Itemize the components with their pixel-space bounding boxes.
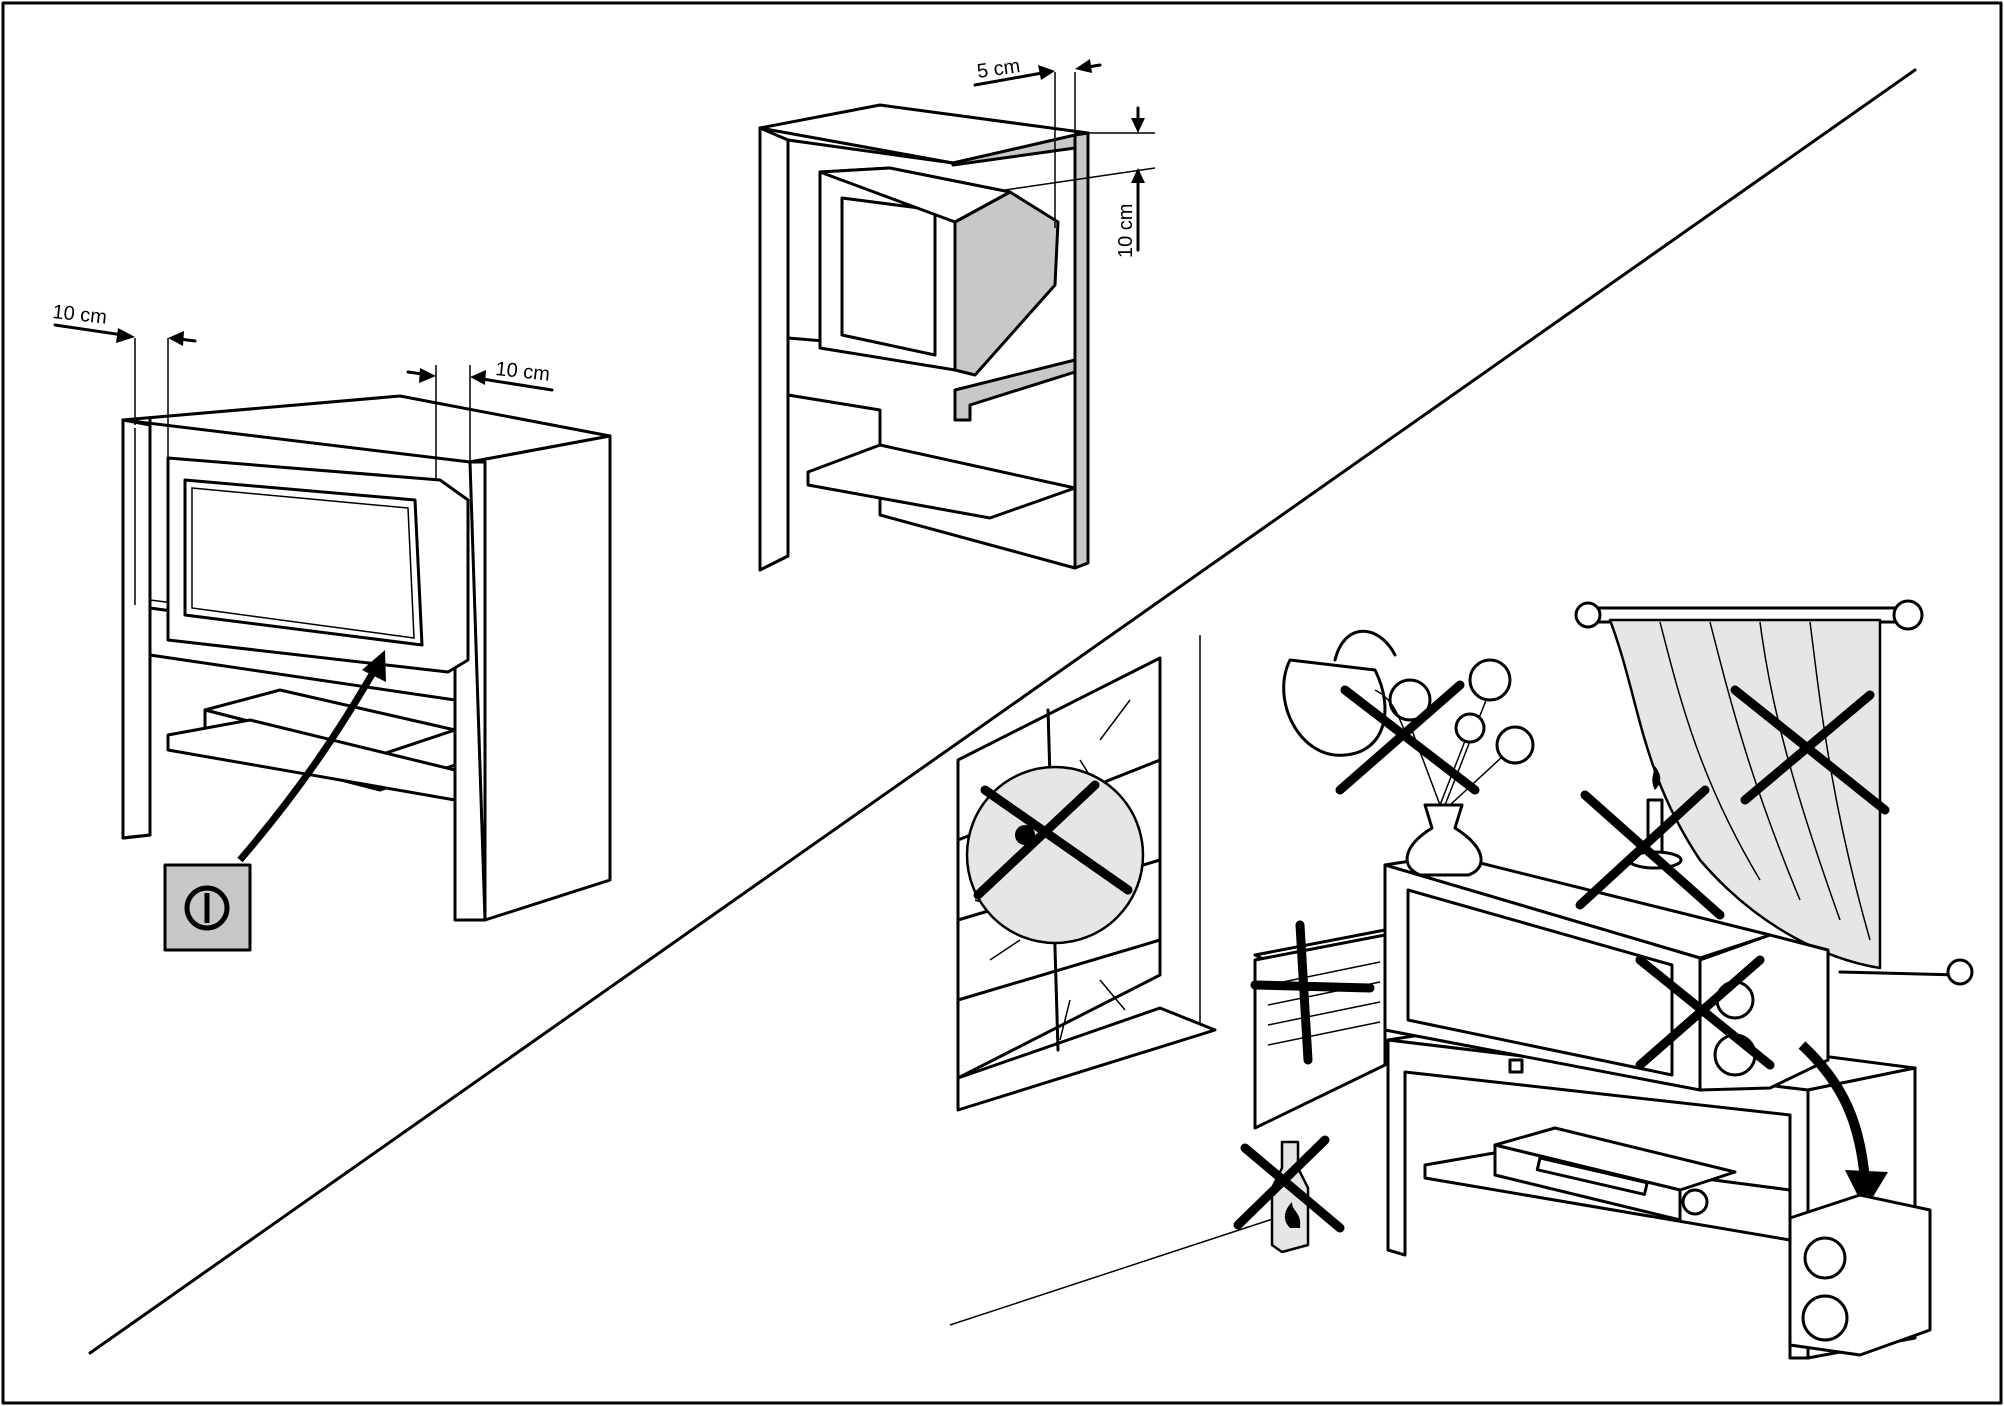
enclosed-cabinet-right [1073, 131, 1090, 570]
flower-stems [1409, 689, 1516, 806]
x-mark-speaker [1635, 955, 1775, 1070]
room-tv-power-button [1508, 1058, 1524, 1074]
enclosed-tv-top [818, 166, 1012, 224]
floor-speaker-woofer-top [1803, 1236, 1847, 1280]
watering-can [1282, 658, 1387, 757]
enclosed-lower-shelf [806, 443, 1077, 520]
heater-front [1253, 933, 1387, 1130]
cabinet-left-post [121, 418, 152, 840]
tv-cabinet-group: 10 cm 10 cm [51, 301, 612, 952]
clearance-left-arrowhead-a [116, 328, 135, 343]
tv-screen [183, 478, 424, 647]
clearance-top-arrowhead-a [1131, 118, 1145, 133]
clearance-side-arrow-a [973, 70, 1050, 87]
watering-can-handle [1333, 629, 1397, 662]
flowers [1388, 658, 1535, 765]
enclosed-cabinet-left [758, 126, 790, 572]
curtain-rod-end-right [1892, 599, 1924, 631]
candle-flame [1652, 766, 1661, 790]
clearance-side-arrowhead-a [1038, 65, 1055, 80]
cabinet-shelf [166, 718, 457, 802]
stand-frame [1386, 1038, 1810, 1360]
heater-grille [1267, 961, 1381, 1046]
curtain [1608, 618, 1882, 970]
enclosed-tv-side [953, 190, 1060, 377]
curtain-tieback-knob [1946, 958, 1974, 986]
diagonal-divider [88, 68, 1917, 1355]
x-mark-sunlight [973, 780, 1133, 900]
clearance-left-arrowhead-b [168, 331, 184, 346]
x-mark-flammable [1233, 1135, 1345, 1233]
enclosed-middle-shelf [953, 358, 1077, 422]
x-mark-candle [1575, 785, 1725, 920]
enclosed-cabinet-group: 5 cm 10 cm [758, 55, 1156, 572]
falling-arrow [1798, 1041, 1870, 1181]
room-dvd-slot [1535, 1156, 1649, 1196]
vase [1405, 803, 1483, 877]
x-mark-curtain [1730, 685, 1890, 815]
x-mark-water [1335, 680, 1480, 795]
enclosed-tv-screen [840, 196, 937, 357]
window-sill [956, 1006, 1217, 1112]
room-tv-screen [1406, 888, 1674, 1077]
curtain-tieback-rod [1838, 970, 1962, 977]
tv-screen-inner [191, 487, 415, 639]
clearance-right-arrowhead-a [419, 368, 436, 383]
clearance-top-label: 10 cm [1115, 204, 1137, 258]
clearance-right-arrow-b [474, 376, 554, 392]
curtain-rod-end-left [1574, 601, 1602, 629]
falling-arrowhead [1845, 1170, 1888, 1210]
clearance-side-arrowhead-b [1075, 59, 1092, 73]
cabinet-right-side [468, 434, 612, 922]
clearance-right-arrowhead-b [470, 370, 486, 385]
room-dvd-knob [1681, 1188, 1709, 1216]
clearance-top-arrowhead-b [1131, 168, 1145, 183]
curtain-folds [1659, 621, 1871, 941]
power-icon [184, 885, 230, 931]
room-scene-group [949, 599, 1974, 1360]
floor-speaker-woofer-bottom [1801, 1294, 1849, 1342]
floor-line [949, 1209, 1301, 1326]
clearance-top-guide-b [1004, 167, 1156, 191]
x-mark-heater [1250, 920, 1375, 1065]
flame-icon [1284, 1202, 1301, 1228]
power-arrow [237, 662, 382, 863]
power-arrowhead [362, 650, 386, 682]
